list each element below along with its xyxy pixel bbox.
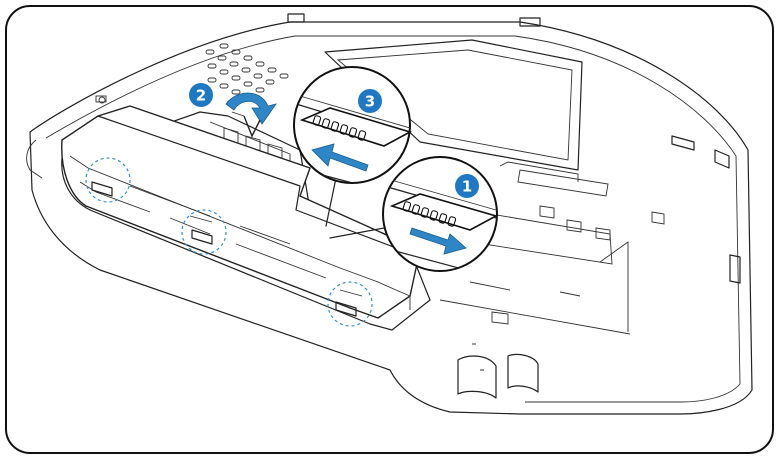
step-badge-2: 2	[189, 83, 213, 107]
battery-pack	[61, 105, 421, 319]
latch-slide-right-icon	[389, 193, 499, 255]
step-badge-3: 3	[358, 89, 382, 113]
step-number-1: 1	[462, 178, 472, 196]
tab-callout-right	[327, 281, 373, 327]
magnifier-latch-left	[293, 66, 413, 184]
tab-callout-middle	[181, 209, 227, 255]
step-badge-1: 1	[455, 174, 479, 198]
curved-arrow-icon	[225, 92, 277, 138]
tab-callout-left	[85, 157, 131, 203]
laptop-base	[26, 13, 753, 415]
vent-grill	[205, 43, 289, 95]
step-number-3: 3	[365, 93, 375, 111]
foot	[287, 13, 305, 23]
latch-slide-left-icon	[299, 107, 413, 172]
step-number-2: 2	[196, 87, 206, 105]
